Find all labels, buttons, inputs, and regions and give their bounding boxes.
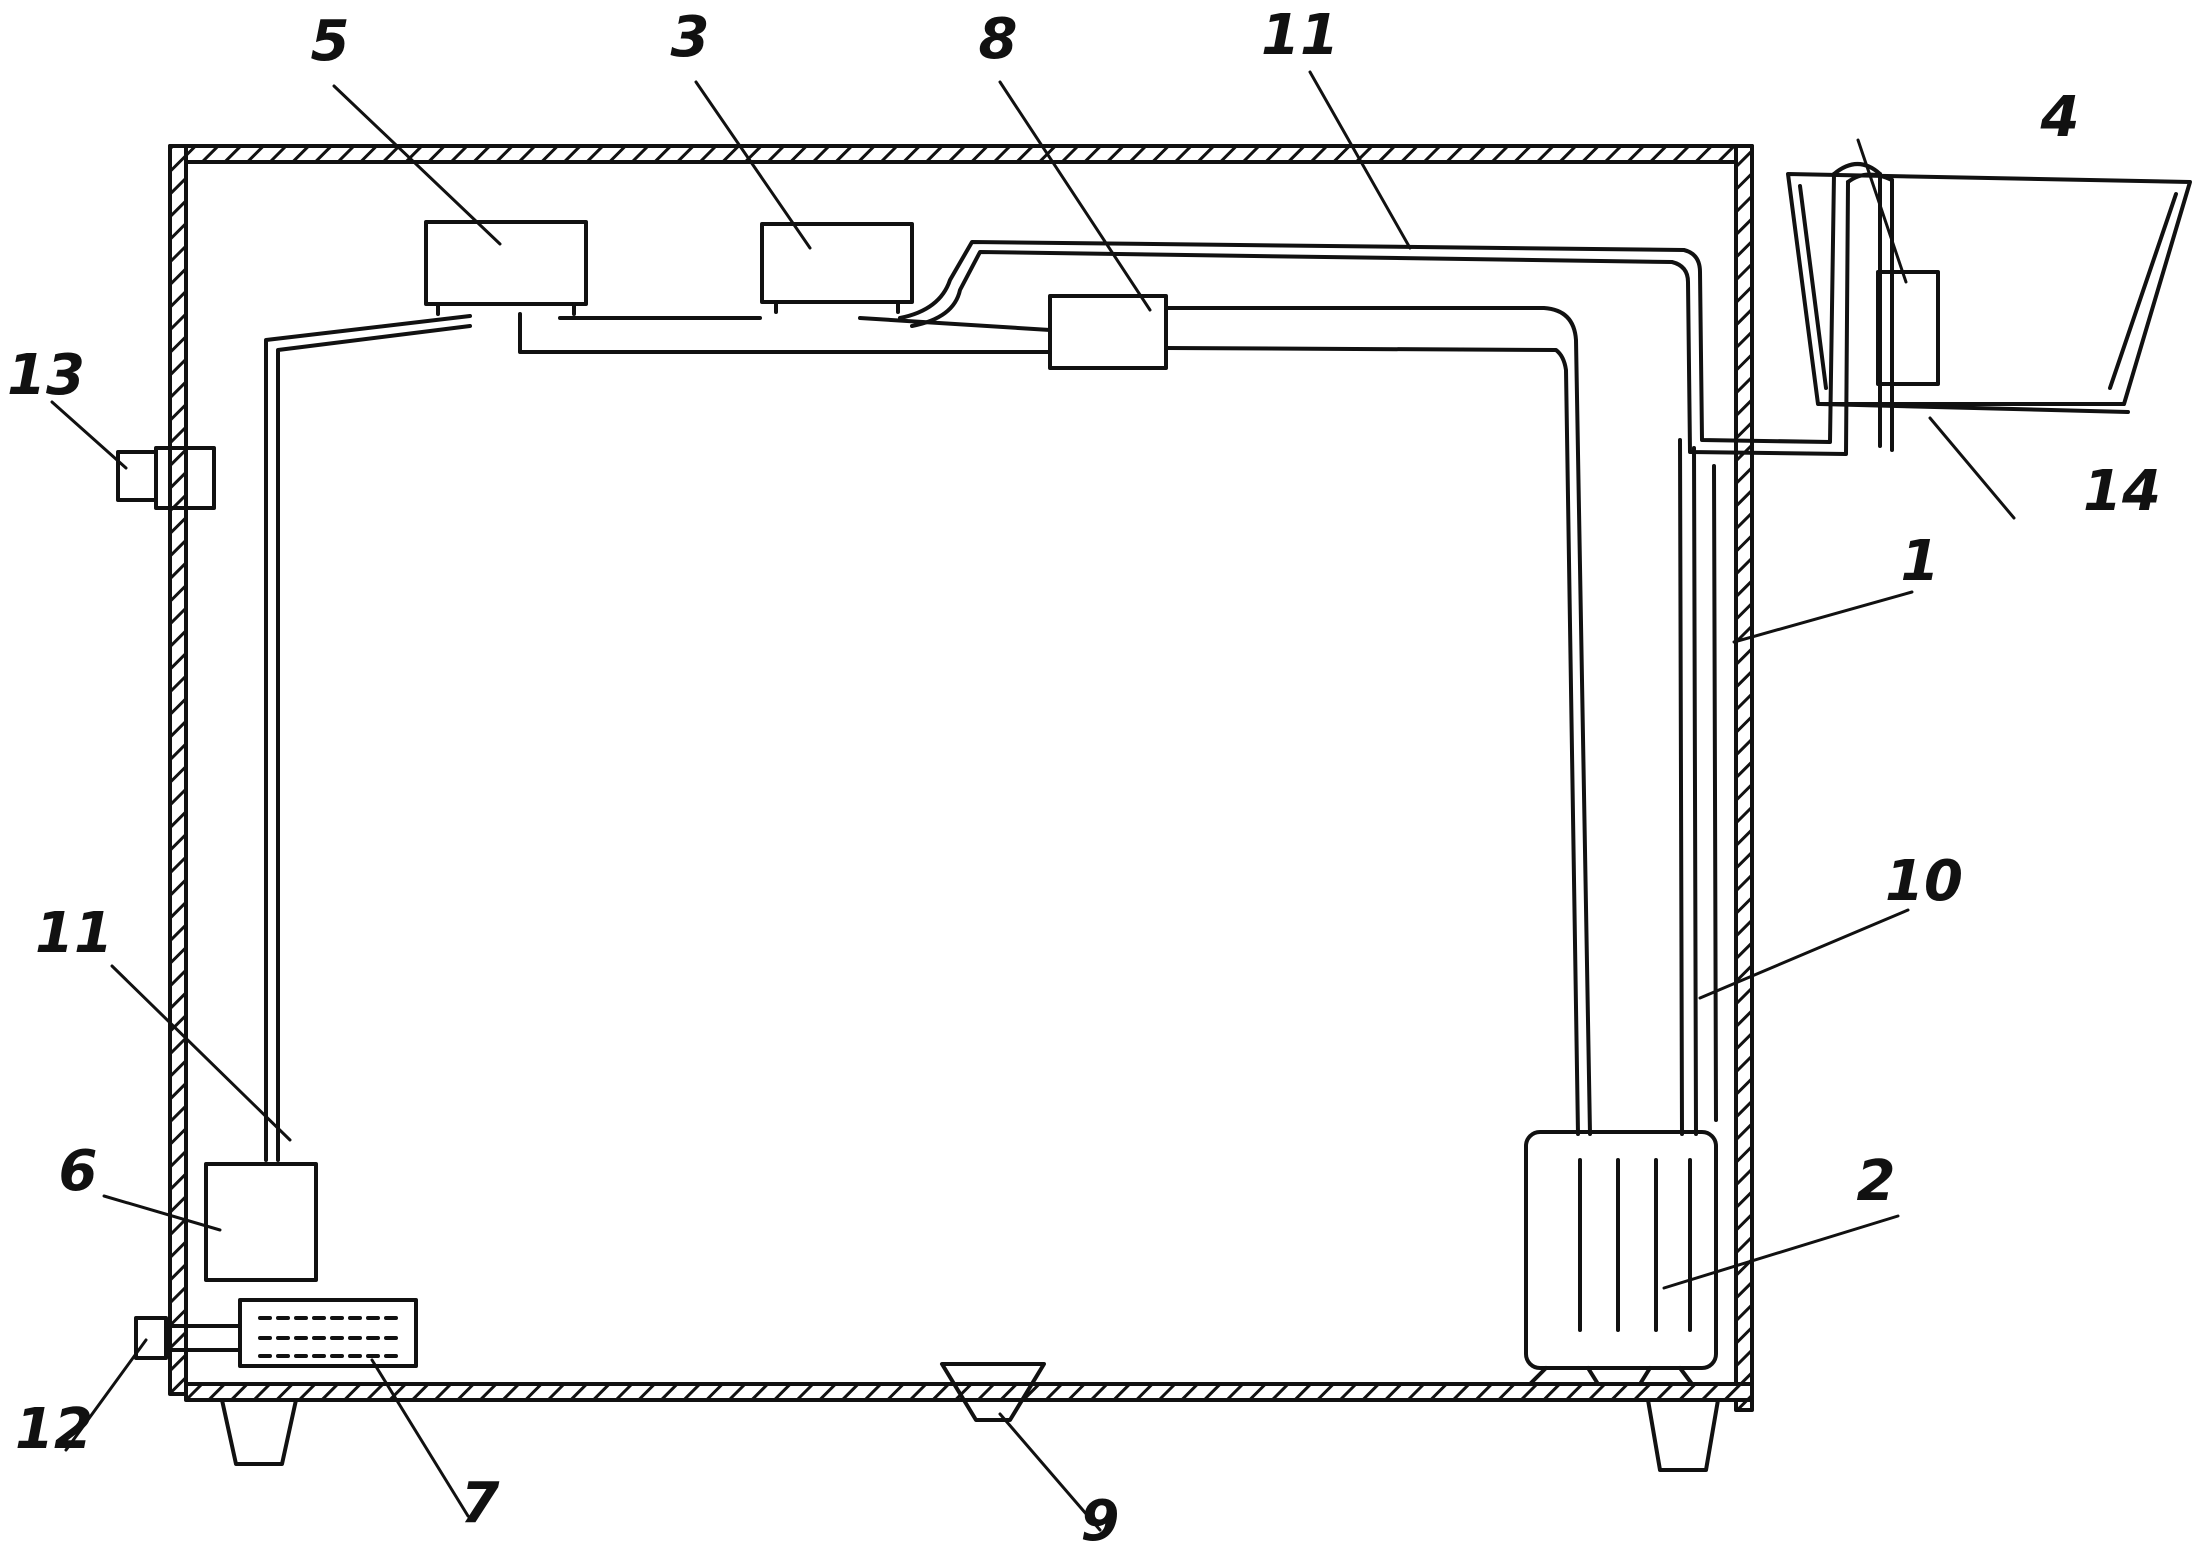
callout-7: 7 [461,1471,500,1536]
callout-6: 6 [59,1139,98,1204]
left-wall [168,144,188,1396]
callout-12: 12 [15,1397,93,1462]
component-6-box [204,1162,318,1282]
callout-9: 9 [1081,1489,1120,1554]
component-2-radiator [1524,1130,1718,1370]
right-foot [1646,1398,1720,1472]
component-14-tray [1786,172,2192,406]
pipe-5-to-6 [264,314,472,1162]
callout-10: 10 [1885,849,1963,914]
left-foot [220,1398,298,1466]
callout-11-top: 11 [1261,3,1339,68]
bottom-wall [184,1382,1754,1402]
pipe-11-upper [898,172,1836,444]
callout-labels: 5 3 8 11 4 14 1 10 2 13 11 6 12 7 9 [7,3,2161,1554]
callout-3: 3 [671,5,710,70]
callout-4: 4 [2040,85,2080,150]
component-7-heater [238,1298,418,1368]
pipe-10 [1678,438,1698,1136]
pipe-8-to-2 [1164,306,1592,1136]
pipe-5-to-8 [518,312,1052,354]
callout-1: 1 [1901,529,1940,594]
callout-2: 2 [1857,1149,1896,1214]
component-3-box [760,222,914,304]
component-4-box [1876,270,1940,386]
callout-8: 8 [979,7,1018,72]
component-9-funnel [940,1362,1046,1422]
component-12-fitting [134,1316,168,1360]
component-5-box [424,220,588,306]
callout-11-left: 11 [35,901,113,966]
component-13-fitting [116,450,158,502]
callout-14: 14 [2083,459,2161,524]
cabinet-walls [168,144,1754,1412]
leader-lines [50,70,2016,1532]
callout-5: 5 [311,9,350,74]
right-wall [1734,144,1754,1412]
callout-13: 13 [7,343,85,408]
